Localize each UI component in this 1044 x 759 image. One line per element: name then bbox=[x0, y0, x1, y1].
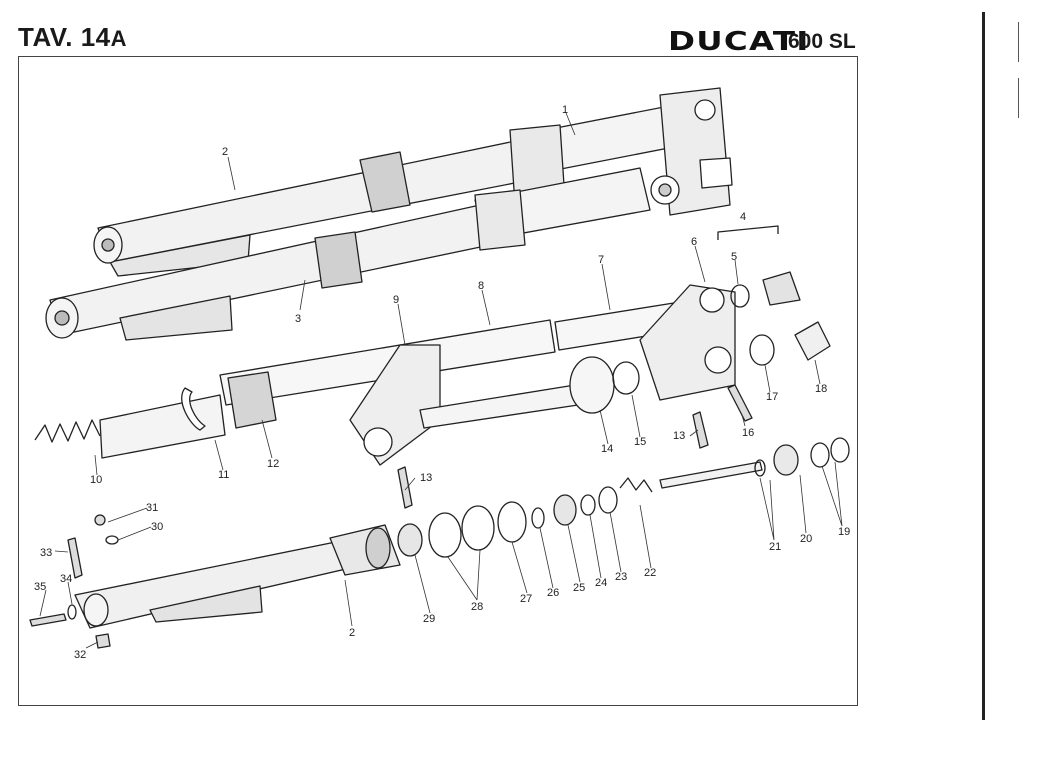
circlip bbox=[598, 486, 618, 514]
plate-title: TAV. 14A bbox=[18, 22, 127, 53]
bolt bbox=[397, 466, 413, 509]
bearing-ring bbox=[612, 361, 640, 395]
diagram-frame bbox=[18, 56, 858, 706]
callout-14: 14 bbox=[601, 443, 613, 455]
nut bbox=[95, 633, 111, 649]
bolt bbox=[67, 537, 83, 579]
callout-17: 17 bbox=[766, 391, 778, 403]
brand-block: DUCATI 600 SL bbox=[668, 27, 856, 57]
callout-28: 28 bbox=[471, 601, 483, 613]
ducati-logo: DUCATI bbox=[668, 27, 810, 57]
callout-34: 34 bbox=[60, 573, 72, 585]
o-ring bbox=[730, 284, 750, 308]
callout-33: 33 bbox=[40, 547, 52, 559]
callout-1: 1 bbox=[562, 104, 568, 116]
edge-mark-top bbox=[1018, 22, 1033, 62]
callout-18: 18 bbox=[815, 383, 827, 395]
piston bbox=[773, 444, 799, 476]
callout-30: 30 bbox=[151, 521, 163, 533]
bolt bbox=[727, 384, 753, 422]
callout-6: 6 bbox=[691, 236, 697, 248]
piston-ring bbox=[810, 442, 830, 468]
callout-26: 26 bbox=[547, 587, 559, 599]
washer bbox=[105, 535, 119, 545]
clip bbox=[181, 387, 206, 431]
edge-mark-middle bbox=[1018, 78, 1033, 118]
callout-8: 8 bbox=[478, 280, 484, 292]
page-edge bbox=[982, 12, 985, 720]
callout-19: 19 bbox=[838, 526, 850, 538]
screw bbox=[94, 514, 106, 526]
damper-rod bbox=[659, 461, 763, 489]
callout-32: 32 bbox=[74, 649, 86, 661]
spacer bbox=[553, 494, 577, 526]
model-name: 600 SL bbox=[788, 30, 856, 53]
callout-10: 10 bbox=[90, 474, 102, 486]
circlip bbox=[754, 459, 766, 477]
hex-nut bbox=[794, 321, 831, 361]
callout-24: 24 bbox=[595, 577, 607, 589]
callout-9: 9 bbox=[393, 294, 399, 306]
callout-25: 25 bbox=[573, 582, 585, 594]
washer bbox=[67, 604, 77, 620]
bolt bbox=[692, 411, 709, 449]
callout-15: 15 bbox=[634, 436, 646, 448]
washer bbox=[580, 494, 596, 516]
cap-plug bbox=[762, 271, 801, 306]
callout-3: 3 bbox=[295, 313, 301, 325]
washer bbox=[749, 334, 775, 366]
axle-bolt bbox=[29, 613, 67, 627]
snap-ring bbox=[531, 507, 545, 529]
callout-21: 21 bbox=[769, 541, 781, 553]
callout-31: 31 bbox=[146, 502, 158, 514]
callout-20: 20 bbox=[800, 533, 812, 545]
callout-7: 7 bbox=[598, 254, 604, 266]
bushing bbox=[397, 523, 423, 557]
callout-23: 23 bbox=[615, 571, 627, 583]
lower-fork-assembly bbox=[45, 167, 651, 341]
callout-22: 22 bbox=[644, 567, 656, 579]
oil-seal bbox=[428, 512, 462, 558]
callout-13-lower: 13 bbox=[420, 472, 432, 484]
callout-16: 16 bbox=[742, 427, 754, 439]
callout-2: 2 bbox=[222, 146, 228, 158]
plate-suffix: A bbox=[110, 26, 128, 51]
dust-seal bbox=[227, 371, 277, 429]
plate-number: TAV. 14 bbox=[18, 22, 111, 52]
rebound-spring bbox=[619, 477, 653, 493]
fork-tube bbox=[219, 319, 556, 406]
callout-13-upper: 13 bbox=[673, 430, 685, 442]
callout-35: 35 bbox=[34, 581, 46, 593]
upper-fork-assembly bbox=[93, 87, 733, 277]
piston-ring bbox=[830, 437, 850, 463]
dust-cover bbox=[569, 356, 615, 414]
callout-2-slider: 2 bbox=[349, 627, 355, 639]
callout-11: 11 bbox=[218, 469, 229, 481]
retaining-ring bbox=[497, 501, 527, 543]
steering-stem bbox=[419, 384, 579, 429]
leader-lines bbox=[39, 112, 843, 649]
fork-spring bbox=[34, 394, 226, 459]
callout-27: 27 bbox=[520, 593, 532, 605]
callout-5: 5 bbox=[731, 251, 737, 263]
oil-seal bbox=[461, 505, 495, 551]
callout-12: 12 bbox=[267, 458, 279, 470]
callout-29: 29 bbox=[423, 613, 435, 625]
callout-4: 4 bbox=[740, 211, 746, 223]
